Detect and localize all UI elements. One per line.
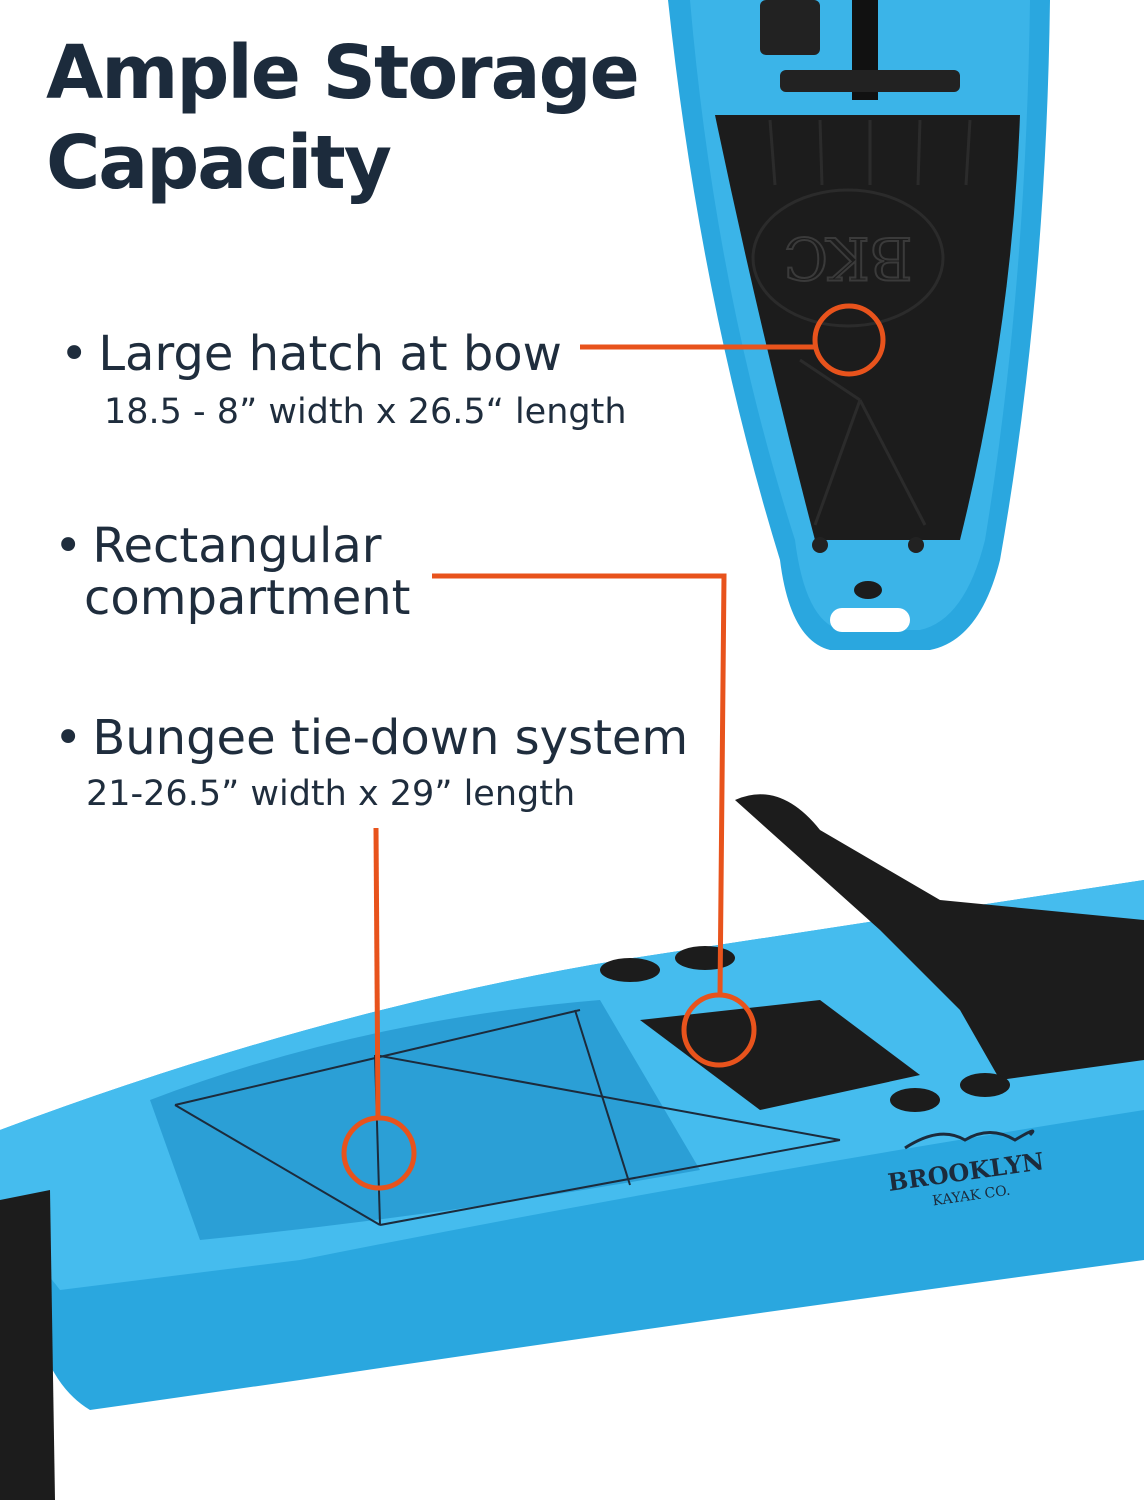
bow-hatch-deck-pad xyxy=(715,115,1020,540)
kayak-bow-top-view: BKC xyxy=(668,0,1050,650)
bungee-cargo-well xyxy=(150,1000,700,1240)
callout-circle-bow-hatch xyxy=(812,303,886,377)
bullet-icon: • xyxy=(60,326,89,382)
bullet-icon: • xyxy=(54,518,83,574)
feature-bungee-system: •Bungee tie-down system 21-26.5” width x… xyxy=(54,712,688,816)
bow-hatch-logo: BKC xyxy=(784,224,913,292)
feature-detail: 18.5 - 8” width x 26.5“ length xyxy=(104,392,627,432)
callout-line-bungee xyxy=(373,827,381,1119)
feature-title: Bungee tie-down system xyxy=(92,710,689,766)
callout-circle-bungee xyxy=(341,1115,417,1191)
feature-large-hatch: •Large hatch at bow 18.5 - 8” width x 26… xyxy=(60,328,627,434)
title-line-1: Ample Storage xyxy=(46,30,640,116)
title-line-2: Capacity xyxy=(46,120,392,206)
callouts xyxy=(341,303,886,1191)
callout-line-compartment xyxy=(432,573,727,996)
bullet-icon: • xyxy=(54,710,83,766)
feature-detail: 21-26.5” width x 29” length xyxy=(86,774,576,814)
kayak-seat xyxy=(735,794,1144,1080)
feature-title-continued: compartment xyxy=(84,570,411,626)
feature-rectangular-compartment: •Rectangular compartment xyxy=(54,520,410,624)
callout-circle-compartment xyxy=(681,992,757,1068)
page-title: Ample Storage Capacity xyxy=(46,28,640,208)
feature-title: Rectangular xyxy=(92,518,382,574)
kayak-side-view: BROOKLYN KAYAK CO. xyxy=(0,794,1144,1500)
rectangular-compartment-lid xyxy=(640,1000,920,1110)
feature-title: Large hatch at bow xyxy=(98,326,562,382)
